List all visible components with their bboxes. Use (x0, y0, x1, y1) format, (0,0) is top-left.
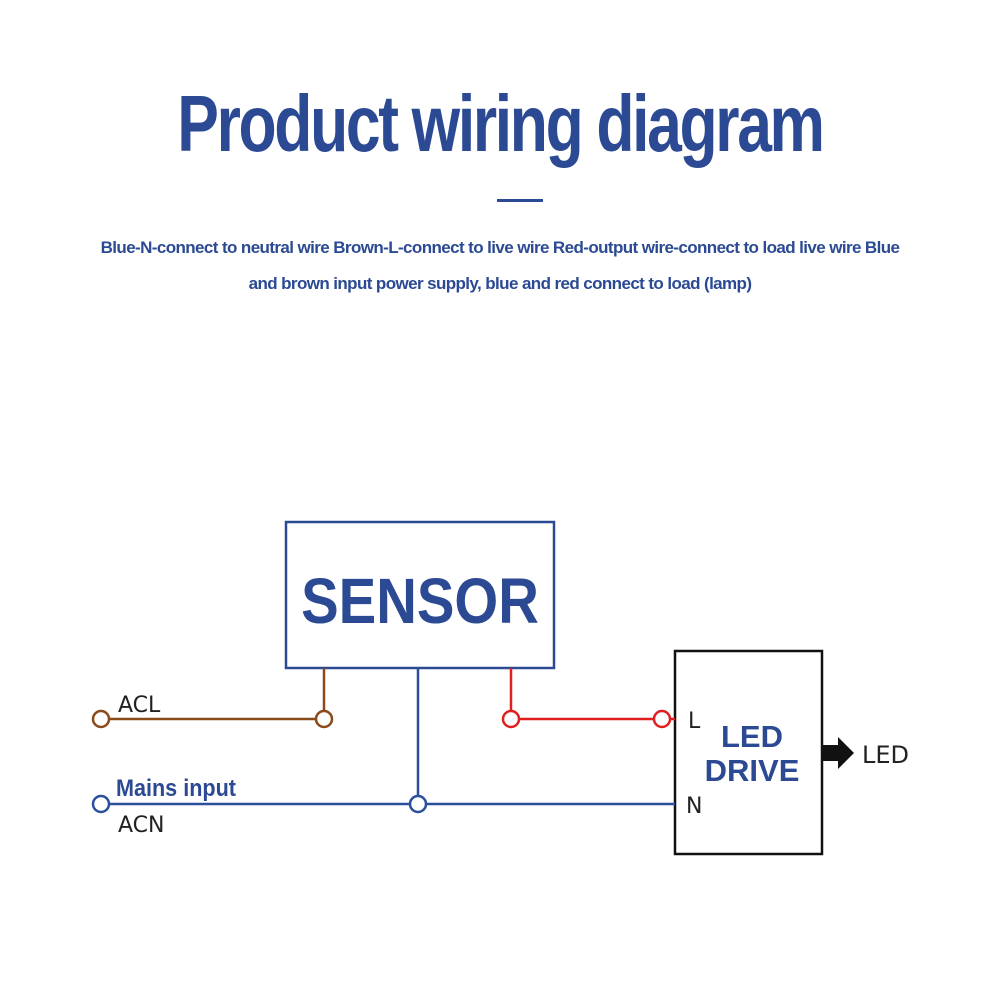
acl-label: ACL (118, 693, 161, 718)
output-arrow-icon (822, 737, 854, 769)
terminal-l-label: L (688, 709, 701, 734)
output-led-label: LED (862, 741, 909, 769)
acn-label: ACN (118, 813, 164, 838)
driver-l-terminal (652, 709, 672, 729)
wiring-description: Blue-N-connect to neutral wire Brown-L-c… (100, 238, 900, 293)
terminal-n-label: N (686, 794, 702, 819)
led-driver-label-line2: DRIVE (705, 753, 800, 788)
page-title: Product wiring diagram (177, 79, 825, 168)
led-driver-label-line1: LED (721, 719, 783, 754)
acl-terminal (91, 709, 111, 729)
acn-terminal (91, 794, 111, 814)
sensor-label: SENSOR (301, 565, 539, 637)
mains-input-label: Mains input (116, 774, 236, 801)
sensor-l-terminal (314, 709, 334, 729)
sensor-out-terminal (501, 709, 521, 729)
title-divider (497, 199, 543, 202)
sensor-box (284, 520, 556, 670)
neutral-junction (408, 794, 428, 814)
